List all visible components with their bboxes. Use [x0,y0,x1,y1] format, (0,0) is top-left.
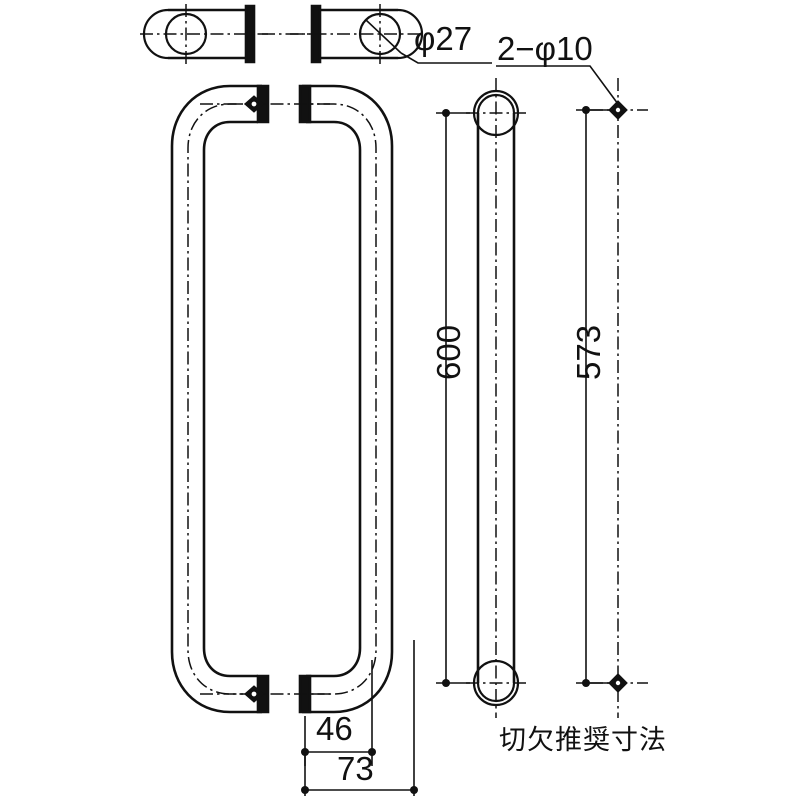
cutout-hole-pattern [496,65,648,718]
side-view-rod [466,78,526,718]
dimension-label-600: 600 [430,324,467,380]
dimension-600 [436,109,470,687]
callout-holes-2-phi10: 2−φ10 [497,30,593,67]
dimension-label-573: 573 [570,324,607,380]
top-view-left-end [140,4,268,66]
screw-marker-top [244,95,264,113]
dimension-73 [301,640,418,796]
top-view-right-end [262,4,424,66]
hole-top [608,100,628,120]
dimension-label-73: 73 [337,750,374,787]
top-view-group [140,4,492,66]
dimension-573 [576,106,610,687]
cutout-caption: 切欠推奨寸法 [499,725,667,756]
dimension-label-46: 46 [316,710,353,747]
screw-marker-bottom [244,685,264,703]
callout-diameter-27: φ27 [414,20,473,57]
front-view-handle [170,84,394,714]
hole-bottom [608,673,628,693]
